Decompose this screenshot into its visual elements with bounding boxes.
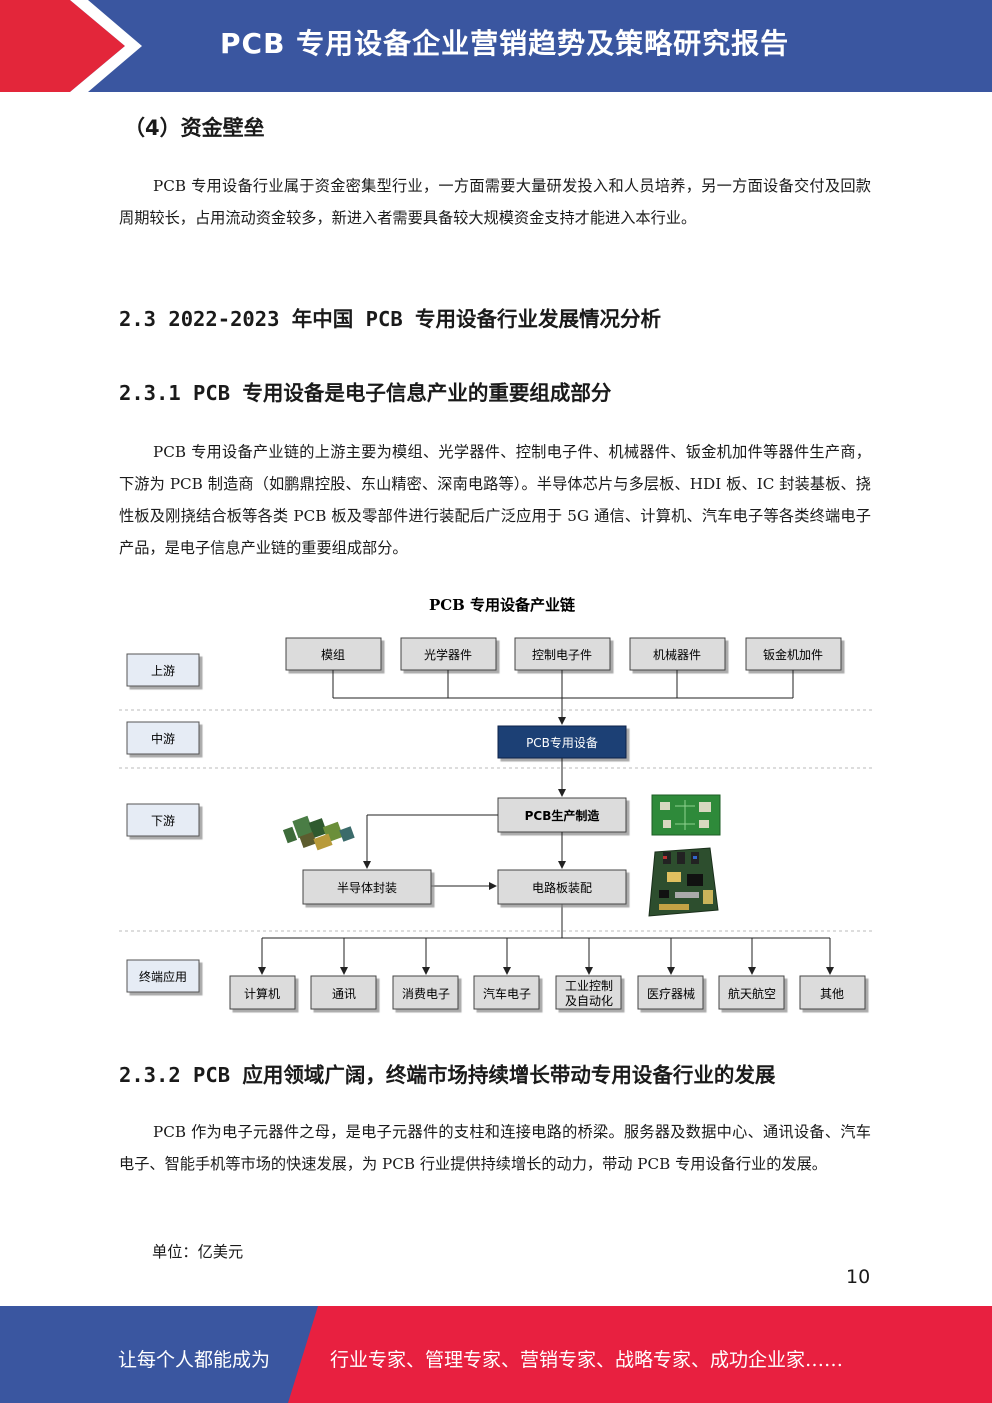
terminal-label-telecom: 通讯	[332, 987, 356, 1001]
terminal-label-automotive: 汽车电子	[483, 986, 531, 1001]
upstream-box-optics: 光学器件	[400, 637, 497, 671]
footer-slogan-left: 让每个人都能成为	[118, 1349, 271, 1371]
terminal-box-computer: 计算机	[229, 975, 296, 1010]
pcb-manufacturing-label: PCB生产制造	[525, 808, 601, 823]
assembled-circuit-board-image	[648, 847, 719, 917]
page-number: 10	[846, 1266, 871, 1288]
terminal-label-consumer: 消费电子	[402, 987, 450, 1001]
upstream-box-module: 模组	[285, 637, 382, 671]
terminal-box-automotive: 汽车电子	[473, 975, 540, 1010]
stage-midstream: 中游	[126, 721, 200, 755]
semiconductor-packaging-label: 半导体封装	[337, 881, 397, 895]
unit-label: 单位：亿美元	[152, 1243, 244, 1261]
upstream-label-mechanical: 机械器件	[653, 647, 701, 662]
terminal-label-other: 其他	[820, 987, 844, 1001]
capital-barrier-paragraph: PCB 专用设备行业属于资金密集型行业，一方面需要大量研发投入和人员培养，另一方…	[119, 177, 871, 227]
upstream-label-module: 模组	[321, 648, 345, 662]
board-assembly-label: 电路板装配	[532, 880, 592, 895]
terminal-box-consumer: 消费电子	[392, 975, 459, 1010]
pcb-industry-chain-diagram: PCB 专用设备产业链 上游 中游 下游 终端应用 模组 光学器件 控制电子件 …	[119, 596, 875, 1010]
footer-banner-graphic	[0, 1306, 992, 1403]
footer-slogan-right: 行业专家、管理专家、营销专家、战略专家、成功企业家……	[330, 1349, 844, 1371]
terminal-box-industrial: 工业控制 及自动化	[555, 975, 622, 1010]
upstream-label-control: 控制电子件	[532, 648, 592, 662]
section-2-3-1-heading: 2.3.1 PCB 专用设备是电子信息产业的重要组成部分	[119, 381, 612, 405]
stage-midstream-label: 中游	[151, 731, 175, 746]
terminal-box-aerospace: 航天航空	[718, 975, 785, 1010]
stage-upstream: 上游	[126, 653, 200, 687]
semiconductor-chips-image	[282, 815, 355, 851]
section-2-3-heading: 2.3 2022-2023 年中国 PCB 专用设备行业发展情况分析	[119, 307, 661, 331]
diagram-title: PCB 专用设备产业链	[429, 596, 576, 614]
pcb-board-image	[651, 794, 721, 836]
stage-downstream-label: 下游	[151, 814, 175, 828]
stage-terminal: 终端应用	[126, 959, 200, 993]
stage-upstream-label: 上游	[151, 664, 175, 678]
upstream-label-sheetmetal: 钣金机加件	[763, 647, 823, 662]
page-header: PCB 专用设备企业营销趋势及策略研究报告	[0, 0, 992, 92]
pcb-manufacturing-box: PCB生产制造	[497, 797, 627, 833]
header-chevron-graphic	[0, 0, 142, 92]
midstream-box-pcb-equipment: PCB专用设备	[497, 725, 627, 759]
page-footer	[0, 1306, 992, 1403]
terminal-label-computer: 计算机	[244, 986, 280, 1001]
terminal-label-industrial-line2: 及自动化	[565, 994, 613, 1008]
stage-downstream: 下游	[126, 803, 200, 837]
terminal-label-medical: 医疗器械	[647, 986, 695, 1001]
upstream-label-optics: 光学器件	[424, 647, 472, 662]
terminal-box-other: 其他	[799, 975, 866, 1010]
upstream-box-mechanical: 机械器件	[629, 637, 726, 671]
terminal-box-medical: 医疗器械	[637, 975, 704, 1010]
upstream-box-sheetmetal: 钣金机加件	[745, 637, 842, 671]
section-2-3-2-heading: 2.3.2 PCB 应用领域广阔，终端市场持续增长带动专用设备行业的发展	[119, 1063, 776, 1087]
stage-terminal-label: 终端应用	[139, 969, 187, 984]
midstream-label: PCB专用设备	[526, 735, 598, 750]
terminal-label-aerospace: 航天航空	[728, 986, 776, 1001]
semiconductor-packaging-box: 半导体封装	[302, 869, 432, 905]
capital-barrier-heading: （4）资金壁垒	[124, 116, 265, 140]
terminal-label-industrial-line1: 工业控制	[565, 979, 613, 993]
board-assembly-box: 电路板装配	[497, 869, 627, 905]
upstream-box-control: 控制电子件	[514, 637, 611, 671]
section-2-3-2-paragraph: PCB 作为电子元器件之母，是电子元器件的支柱和连接电路的桥梁。服务器及数据中心…	[119, 1123, 871, 1173]
report-title: PCB 专用设备企业营销趋势及策略研究报告	[220, 27, 790, 60]
section-2-3-1-paragraph: PCB 专用设备产业链的上游主要为模组、光学器件、控制电子件、机械器件、钣金机加…	[119, 443, 871, 557]
terminal-box-telecom: 通讯	[310, 975, 377, 1010]
